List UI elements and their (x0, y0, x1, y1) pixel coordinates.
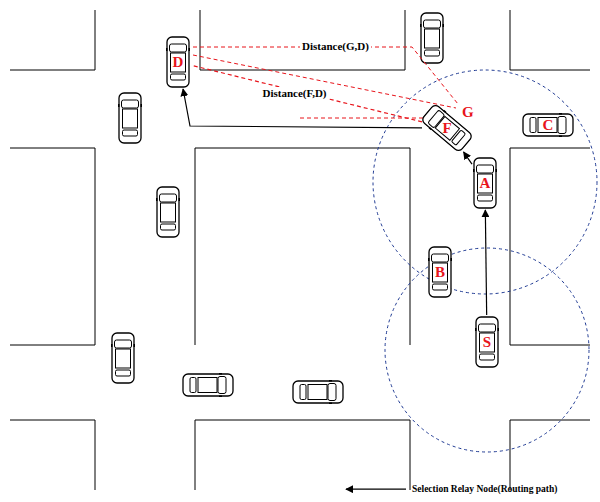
vehicle-body (474, 317, 500, 367)
block-edge (510, 148, 590, 345)
vehicle (117, 93, 143, 143)
block-edge (10, 148, 95, 345)
communication-range (385, 248, 589, 452)
distance-line (191, 65, 422, 122)
distance-line (193, 47, 458, 104)
distance-line (193, 55, 456, 108)
routing-arrow (485, 210, 486, 315)
block-corner (510, 10, 590, 70)
block-corner (195, 420, 410, 490)
communication-range (373, 70, 597, 294)
vehicle (155, 187, 181, 237)
point-label: G (462, 104, 474, 121)
vehicle-node: D (165, 35, 191, 89)
distance-label: Distance(G,D) (300, 40, 371, 52)
vehicle-body (523, 112, 573, 138)
vehicle (183, 372, 233, 398)
vehicle-body (472, 158, 498, 208)
vehicle-node: B (427, 245, 453, 299)
node-letter: C (543, 118, 554, 133)
node-letter: F (442, 121, 451, 136)
central-block (195, 148, 410, 345)
vehicle-node: S (474, 315, 500, 369)
node-letter: D (173, 55, 184, 70)
block-corner (200, 10, 405, 70)
legend-text: Selection Relay Node(Routing path) (412, 484, 557, 494)
distance-line (300, 118, 428, 119)
node-letter: A (480, 176, 491, 191)
distance-lines (193, 47, 458, 118)
vehicle (110, 333, 136, 383)
block-corner (10, 10, 95, 70)
node-letter: B (435, 265, 445, 280)
vehicle-body (419, 102, 474, 154)
vehicle-body (165, 37, 191, 87)
vehicle-node: C (521, 112, 575, 138)
distance-label: Distance(F,D) (260, 87, 328, 99)
routing-arrow (464, 152, 472, 164)
vehicle-node: A (472, 156, 498, 210)
block-corner (10, 420, 95, 490)
vehicle-body (427, 247, 453, 297)
road-edges (10, 10, 590, 490)
vehicle (419, 13, 445, 63)
legend-arrow-sample (346, 489, 406, 490)
vehicle (293, 379, 343, 405)
node-letter: S (483, 335, 491, 350)
